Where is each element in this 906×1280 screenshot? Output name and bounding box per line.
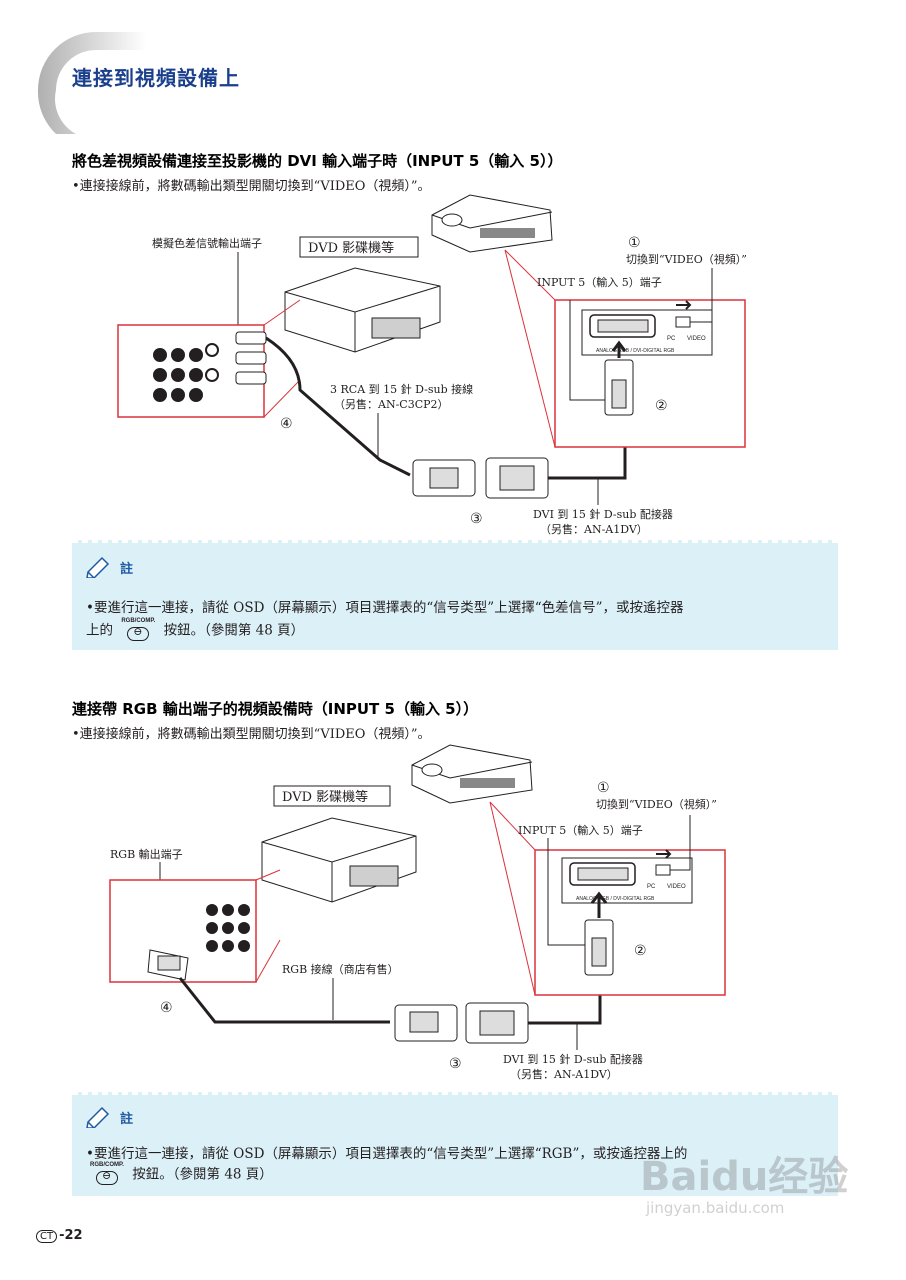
dsub-connector-male (412, 459, 476, 497)
header-arc-decoration (37, 32, 146, 134)
panel-video-label: VIDEO (687, 336, 706, 342)
step1-number: ① (628, 235, 641, 251)
step4-number: ④ (280, 416, 293, 432)
rgb-cable-label: RGB 接線（商店有售） (282, 962, 399, 976)
page-number-text: -22 (59, 1228, 83, 1243)
page-number: CT-22 (36, 1228, 83, 1243)
panel-small-label: ANALOG RGB / DVI-DIGITAL RGB (596, 348, 675, 354)
dvd-label-box-2 (273, 785, 391, 807)
note2-line2: RGB/COMP. 按鈕。（參閱第 48 頁） (86, 1162, 273, 1188)
switch-to-label-2: 切換到“VIDEO（視頻）” (596, 797, 717, 811)
dvd-label-2: DVD 影碟機等 (282, 789, 368, 805)
section2-diagram: DVD 影碟機等 RGB 輸出端子 ④ RGB 接線（商店有售） ③ DVI 到… (109, 744, 726, 1081)
step4-number-2: ④ (160, 1000, 173, 1016)
input5-label-2: INPUT 5（輸入 5）端子 (518, 823, 643, 837)
note-box-1: 註 •要進行這一連接，請從 OSD（屏幕顯示）項目選擇表的“信号类型”上選擇“色… (72, 540, 838, 650)
note-label-1: 註 (120, 562, 134, 577)
adapter-label-line2-2: （另售：AN-A1DV） (510, 1067, 618, 1081)
baidu-watermark: Baidu经验 jingyan.baidu.com (640, 1155, 870, 1245)
digital-output-switch-2 (655, 864, 671, 876)
step3-number: ③ (470, 511, 483, 527)
dvd-player-icon (284, 267, 441, 353)
note2-line1: •要進行這一連接，請從 OSD（屏幕顯示）項目選擇表的“信号类型”上選擇“RGB… (86, 1146, 688, 1162)
dsub-connector-male-2 (394, 1004, 458, 1042)
note1-line2: 上的 RGB/COMP. 按鈕。（參閱第 48 頁） (86, 618, 304, 644)
note2-line2-post: 按鈕。（參閱第 48 頁） (132, 1166, 273, 1183)
rgb-comp-button-icon: RGB/COMP. (121, 618, 155, 644)
rgb-output-label: RGB 輸出端子 (110, 847, 183, 861)
section2-bullet: •連接接線前，將數碼輸出類型開關切換到“VIDEO（視頻）”。 (72, 727, 431, 742)
rca-plugs (235, 331, 267, 385)
rgb-comp-button-icon-2: RGB/COMP. (90, 1162, 124, 1188)
pencil-icon (86, 556, 110, 578)
input5-label: INPUT 5（輸入 5）端子 (537, 275, 662, 289)
component-output-label: 模擬色差信號輸出端子 (152, 236, 262, 250)
adapter-label-line1-2: DVI 到 15 針 D-sub 配接器 (503, 1052, 643, 1066)
switch-to-label: 切換到“VIDEO（視頻）” (626, 252, 747, 266)
dvd-label-box (299, 236, 419, 258)
note-label-2: 註 (120, 1112, 134, 1127)
step2-number-2: ② (634, 943, 647, 959)
step1-number-2: ① (597, 780, 610, 796)
section2-title: 連接帶 RGB 輸出端子的視頻設備時（INPUT 5（輸入 5）） (72, 700, 479, 718)
section1-bullet: •連接接線前，將數碼輸出類型開關切換到“VIDEO（視頻）”。 (72, 179, 431, 194)
section1-title: 將色差視頻設備連接至投影機的 DVI 輸入端子時（INPUT 5（輸入 5）） (72, 152, 563, 170)
dsub-connector-female-2 (465, 1002, 529, 1044)
pencil-icon-2 (86, 1106, 110, 1128)
panel-video-label-2: VIDEO (667, 884, 686, 890)
ct-badge: CT (36, 1230, 58, 1243)
panel-pc-label: PC (667, 336, 676, 342)
dsub-connector-female (485, 457, 549, 499)
rgb-jacks (206, 904, 250, 952)
section1-diagram: DVD 影碟機等 模擬色差信號輸出端子 ④ 3 RCA 到 15 針 D-sub… (117, 194, 747, 536)
adapter-label-line1: DVI 到 15 針 D-sub 配接器 (533, 507, 673, 521)
step3-number-2: ③ (449, 1056, 462, 1072)
dvd-player-icon-2 (261, 817, 417, 903)
note1-line1: •要進行這一連接，請從 OSD（屏幕顯示）項目選擇表的“信号类型”上選擇“色差信… (86, 600, 684, 616)
rca-jacks (153, 343, 219, 402)
panel-pc-label-2: PC (647, 884, 656, 890)
note-box-2: 註 •要進行這一連接，請從 OSD（屏幕顯示）項目選擇表的“信号类型”上選擇“R… (72, 1092, 838, 1196)
cable-label-line2: （另售：AN-C3CP2） (334, 397, 449, 411)
note1-line2-pre: 上的 (86, 622, 113, 639)
dvd-label: DVD 影碟機等 (308, 240, 394, 256)
cable-label-line1: 3 RCA 到 15 針 D-sub 接線 (330, 382, 473, 396)
note1-line2-post: 按鈕。（參閱第 48 頁） (163, 622, 305, 639)
projector-icon-2 (411, 744, 533, 804)
adapter-label-line2: （另售：AN-A1DV） (540, 522, 648, 536)
panel-small-label-2: ANALOG RGB / DVI-DIGITAL RGB (576, 896, 655, 902)
page-title: 連接到視頻設備上 (72, 66, 240, 90)
projector-icon (431, 194, 553, 253)
watermark-url: jingyan.baidu.com (646, 1199, 785, 1217)
vga-plug (147, 949, 189, 981)
watermark-brand: Baidu经验 (640, 1154, 849, 1200)
step2-number: ② (655, 398, 668, 414)
